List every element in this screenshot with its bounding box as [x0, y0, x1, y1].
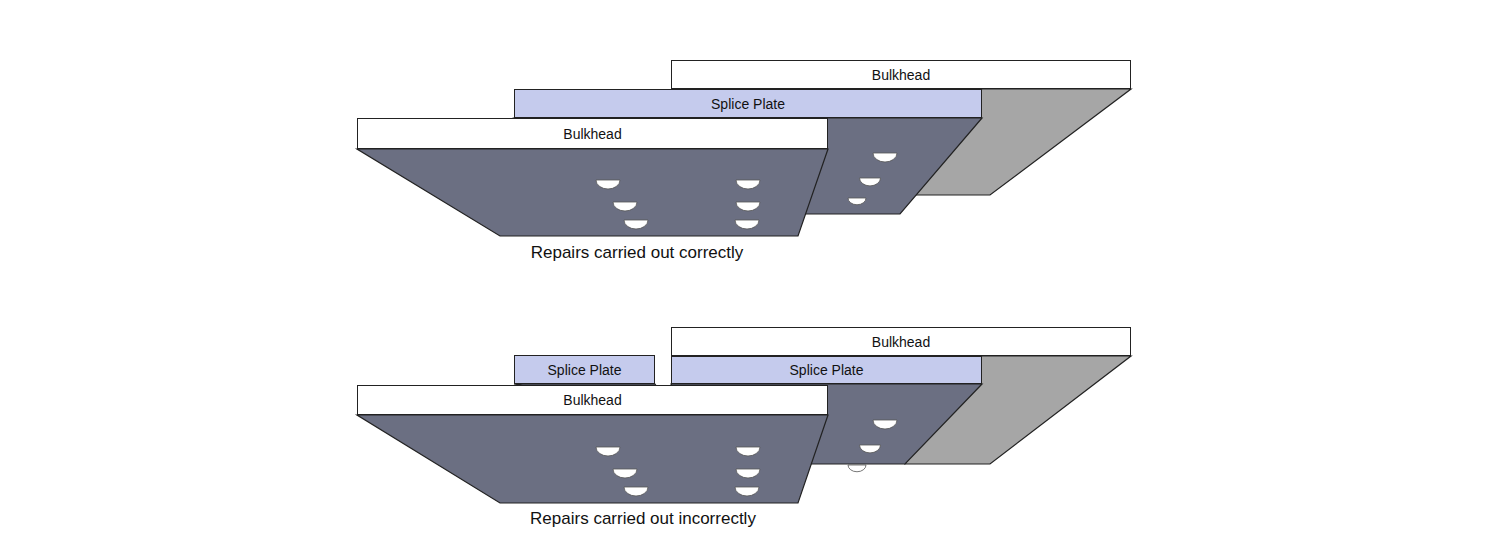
rivet-hole — [735, 487, 759, 496]
rivet-hole — [860, 178, 881, 186]
part-label: Splice Plate — [548, 362, 622, 378]
correct-repair-figure — [357, 89, 1131, 236]
part-label: Splice Plate — [790, 362, 864, 378]
rivet-hole — [736, 447, 760, 456]
splice-plate-band: Splice Plate — [514, 355, 655, 384]
rivet-holes — [596, 153, 897, 496]
rivet-hole — [736, 180, 760, 189]
bulkhead-band: Bulkhead — [671, 327, 1131, 356]
incorrect-repair-figure — [357, 356, 1131, 503]
rivet-hole — [624, 220, 648, 229]
part-label: Bulkhead — [563, 126, 621, 142]
figure-caption: Repairs carried out incorrectly — [530, 509, 756, 529]
part-label: Bulkhead — [563, 392, 621, 408]
part-label: Bulkhead — [872, 67, 930, 83]
rivet-hole — [848, 465, 866, 472]
bulkhead-band: Bulkhead — [671, 60, 1131, 89]
rivet-hole — [848, 198, 866, 205]
rivet-hole — [735, 220, 759, 229]
rivet-hole — [613, 469, 637, 478]
rivet-hole — [860, 445, 881, 453]
part-label: Bulkhead — [872, 334, 930, 350]
part-label: Splice Plate — [711, 96, 785, 112]
rivet-hole — [873, 420, 897, 429]
figure-caption: Repairs carried out correctly — [531, 243, 744, 263]
splice-plate-band: Splice Plate — [671, 356, 982, 384]
front-bulkhead-face — [357, 415, 828, 503]
front-bulkhead-face — [357, 149, 828, 236]
rivet-hole — [596, 180, 620, 189]
bulkhead-band: Bulkhead — [357, 118, 828, 149]
splice-plate-band: Splice Plate — [514, 89, 982, 118]
rivet-hole — [613, 202, 637, 211]
rivet-hole — [596, 447, 620, 456]
bulkhead-band: Bulkhead — [357, 385, 828, 415]
rivet-hole — [736, 202, 760, 211]
rivet-hole — [624, 487, 648, 496]
rivet-hole — [873, 153, 897, 162]
rivet-hole — [736, 469, 760, 478]
